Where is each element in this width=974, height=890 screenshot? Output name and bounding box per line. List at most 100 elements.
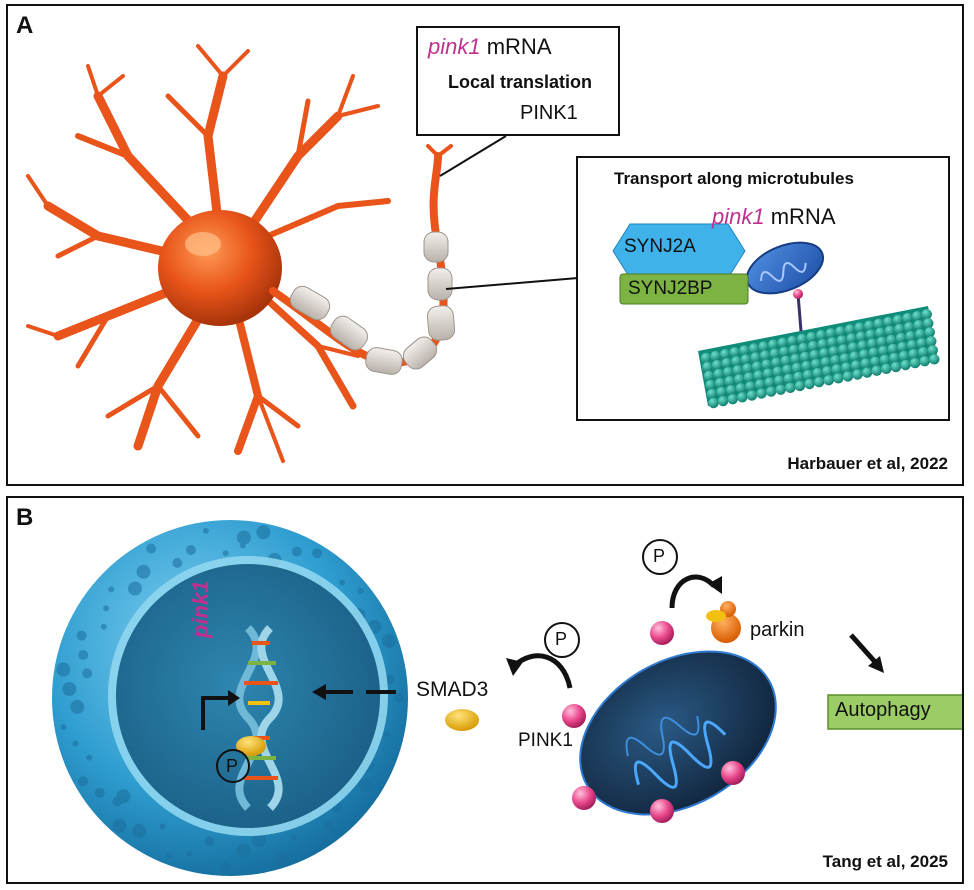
smad3-free (445, 709, 479, 731)
microtubule-bead (897, 341, 908, 353)
microtubule-bead (870, 356, 881, 367)
microtubule-bead (761, 359, 772, 370)
autophagy-label: Autophagy (835, 699, 931, 721)
cell-surface-pit (76, 630, 87, 641)
microtubule-bead (827, 337, 838, 348)
microtubule-bead (898, 350, 910, 362)
microtubule-bead (775, 384, 786, 395)
synj2a-label: SYNJ2A (624, 236, 696, 257)
cell-surface-pit (185, 545, 196, 556)
microtubule-bead (864, 320, 875, 331)
synj2bp-shape (619, 273, 749, 305)
cell-surface-pit (136, 564, 151, 579)
microtubule-bead (889, 352, 900, 364)
microtubule-bead (841, 362, 852, 373)
microtubule-bead (846, 333, 857, 344)
microtubule-bead (875, 327, 886, 338)
pink1-label-b: PINK1 (518, 730, 573, 751)
microtubule-bead (743, 372, 755, 383)
pink1-phospho-arrow (512, 653, 573, 689)
cell-surface-pit (103, 605, 110, 612)
microtubule-bead (762, 368, 774, 379)
microtubule-bead (765, 386, 777, 397)
microtubule-bead (867, 338, 878, 349)
cell-surface-pit (291, 546, 302, 557)
cell-surface-pit (72, 740, 79, 747)
cell-surface-pit (159, 823, 166, 830)
transport-inset (576, 156, 950, 421)
microtubule-bead (873, 318, 884, 329)
cell-surface-pit (220, 861, 231, 872)
smad3-on-dna (236, 736, 266, 756)
cell-surface-pit (82, 668, 93, 679)
pink1-gene-label-b: pink1 (188, 580, 213, 638)
nucleus (116, 564, 380, 828)
cell-surface-pit (70, 699, 85, 714)
soma (158, 210, 282, 326)
microtubule-bead (887, 343, 899, 355)
microtubule-bead (708, 397, 719, 409)
pink1-gene-label: pink1 (428, 34, 481, 59)
microtubule-bead (758, 341, 769, 352)
microtubule-bead (720, 349, 731, 360)
transport-mrna-word: mRNA (770, 204, 836, 229)
panel-b-letter: B (16, 504, 34, 531)
autophagy-arrow (849, 633, 878, 665)
microtubule-bead (750, 352, 761, 363)
microtubule-bead (754, 379, 766, 390)
microtubule-bead (810, 358, 822, 370)
phospho-label-dna: P (226, 756, 239, 776)
microtubule-bead (919, 356, 930, 367)
dendrites (26, 44, 391, 463)
microtubule-bead (756, 388, 767, 399)
microtubule-bead (713, 368, 724, 380)
microtubule-bead (702, 361, 713, 373)
microtubule-bead (850, 360, 862, 371)
cell-surface-pit (290, 834, 297, 841)
microtubule-bead (825, 328, 836, 339)
cell-surface-pit (312, 548, 323, 559)
microtubule-bead (903, 321, 915, 333)
microtubule-bead (772, 366, 783, 377)
microtubule-bead (912, 311, 923, 322)
cell-surface-pit (222, 550, 229, 557)
microtubule-bead (726, 385, 737, 396)
cell-surface-pit (236, 843, 251, 858)
motor-tether (796, 293, 803, 332)
microtubule-bead (835, 326, 846, 337)
microtubule-bead (788, 344, 800, 356)
microtubule-bead (804, 378, 815, 390)
microtubule-bead (739, 345, 750, 356)
microtubule-bead (900, 359, 911, 371)
microtubule-bead (858, 349, 870, 360)
microtubule-bead (777, 337, 788, 348)
microtubule-bead (717, 395, 729, 407)
microtubule-bead (731, 356, 742, 367)
microtubule-bead (700, 352, 712, 364)
cell-surface-pit (202, 527, 209, 534)
mitochondrion (579, 650, 777, 816)
cell-surface-pit (100, 623, 107, 630)
microtubule-bead (831, 364, 842, 375)
cell-surface-pit (86, 754, 93, 761)
microtubule-bead (820, 357, 831, 368)
smad3-label: SMAD3 (416, 678, 489, 701)
microtubule-bead (705, 379, 716, 391)
microtubule-bead (783, 373, 794, 384)
transport-title: Transport along microtubules (614, 169, 854, 188)
myelin-sheath (289, 231, 456, 375)
microtubule-bead (759, 350, 771, 361)
microtubule-bead (884, 325, 896, 337)
cell-surface-pit (56, 662, 71, 677)
microtubule-bead (918, 347, 929, 358)
cell-surface-pit (275, 851, 290, 866)
microtubule-bead (793, 371, 804, 383)
microtubule-bead (921, 309, 932, 320)
microtubule-bead (724, 376, 735, 387)
cell-surface-pit (128, 581, 142, 596)
microtubule-bead (836, 335, 848, 346)
microtubule-bead (852, 369, 863, 380)
panel-a-letter: A (16, 12, 34, 39)
phospho-circle-parkin (642, 539, 678, 575)
microtubule-bead (751, 361, 763, 372)
